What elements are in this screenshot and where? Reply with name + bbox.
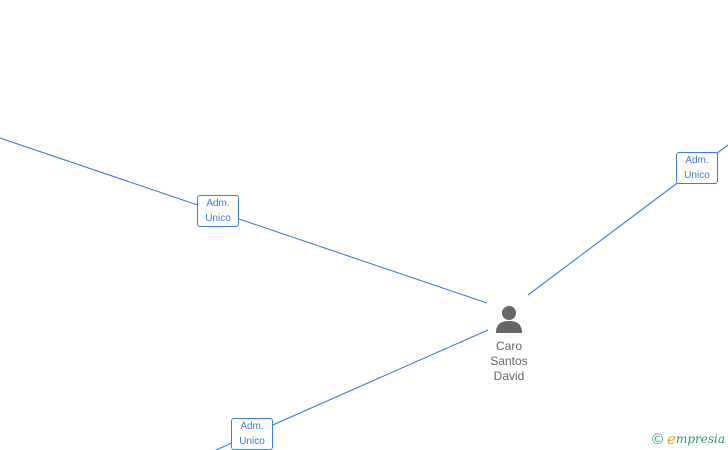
person-node[interactable]: Caro Santos David — [483, 304, 535, 384]
person-name-line: Santos — [490, 354, 528, 368]
copyright-icon: © — [651, 430, 664, 448]
role-label-line1: Adm. — [206, 198, 230, 209]
role-box-left[interactable]: Adm. Unico — [197, 195, 239, 227]
role-label-line1: Adm. — [685, 155, 709, 166]
person-name-line: Caro — [495, 339, 522, 353]
brand-name: mpresia — [675, 432, 725, 446]
person-name-line: David — [493, 369, 525, 383]
role-box-right[interactable]: Adm. Unico — [676, 152, 718, 184]
brand-initial: e — [667, 430, 676, 448]
person-name: Caro Santos David — [483, 339, 535, 384]
role-label-line1: Adm. — [240, 421, 264, 432]
role-label-line2: Unico — [205, 213, 231, 224]
role-label-line2: Unico — [239, 436, 265, 447]
role-box-bottom[interactable]: Adm. Unico — [231, 418, 273, 450]
edge-left — [0, 137, 488, 304]
brand-logo: © e mpresia — [652, 430, 725, 448]
person-icon — [496, 306, 522, 333]
role-label-line2: Unico — [684, 170, 710, 181]
